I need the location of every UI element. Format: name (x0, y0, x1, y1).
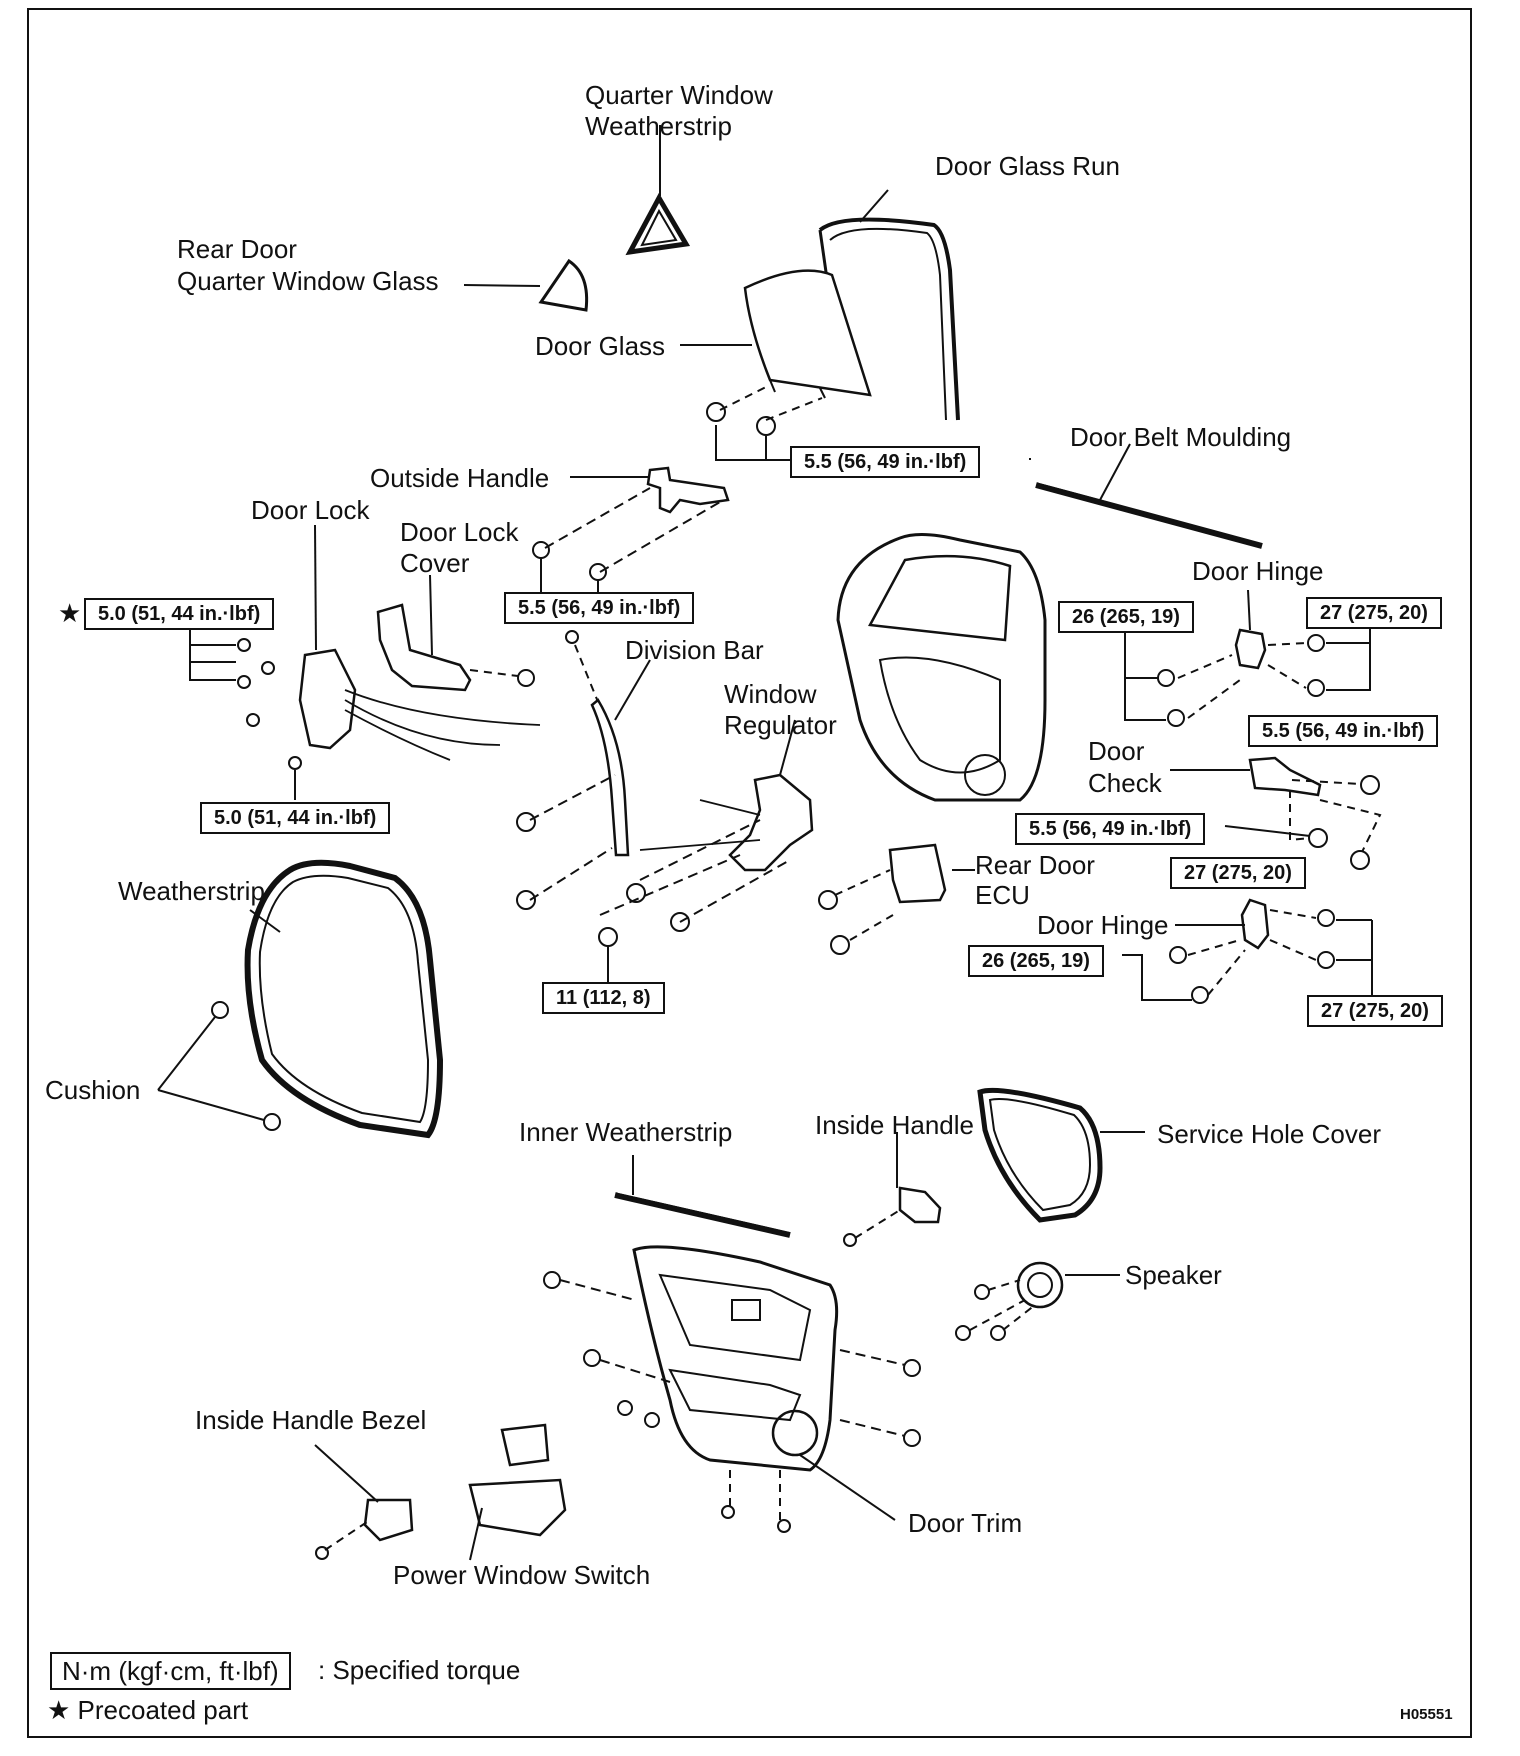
door-lock-cover-label-line1: Door Lock (400, 517, 519, 547)
inside-handle-part (843, 1132, 942, 1247)
quarter-window-weatherstrip-part (625, 125, 691, 256)
door-lock-cover-part (376, 574, 535, 692)
torque-door-lock-upper: 5.0 (51, 44 in.·lbf) (84, 598, 275, 630)
weatherstrip-part (157, 859, 444, 1139)
window-regulator-label-line2: Regulator (724, 710, 837, 740)
torque-door-check-bolt: 27 (275, 20) (1170, 857, 1306, 889)
quarter-window-weatherstrip-label-line1: Quarter Window (585, 80, 773, 110)
outside-handle-part (532, 466, 730, 595)
window-regulator-part (598, 719, 814, 985)
torque-hinge-upper-door: 27 (275, 20) (1306, 597, 1442, 629)
inside-handle-label: Inside Handle (815, 1110, 974, 1140)
door-hinge-upper-label: Door Hinge (1192, 556, 1324, 586)
torque-door-lock-lower: 5.0 (51, 44 in.·lbf) (200, 802, 391, 834)
torque-hinge-lower-body: 26 (265, 19) (968, 945, 1104, 977)
rear-door-ecu-part (818, 843, 975, 955)
door-hinge-upper-part (1124, 589, 1371, 727)
division-bar-label: Division Bar (625, 635, 764, 665)
door-lock-part (189, 524, 541, 800)
torque-hinge-lower-door: 27 (275, 20) (1307, 995, 1443, 1027)
door-belt-moulding-part (1035, 443, 1263, 549)
service-hole-cover-label: Service Hole Cover (1157, 1119, 1381, 1149)
rear-door-quarter-window-glass-label-line1: Rear Door (177, 234, 297, 264)
speaker-part (955, 1261, 1120, 1341)
door-shell-part (836, 533, 1047, 802)
torque-outside-handle: 5.5 (56, 49 in.·lbf) (504, 592, 695, 624)
door-lock-cover-label-line2: Cover (400, 548, 470, 578)
quarter-window-weatherstrip-label-line2: Weatherstrip (585, 111, 732, 141)
inner-weatherstrip-label: Inner Weatherstrip (519, 1117, 733, 1147)
door-check-part (1170, 756, 1382, 870)
rear-door-ecu-label-line2: ECU (975, 880, 1030, 910)
door-hinge-lower-part (1122, 898, 1373, 1004)
window-regulator-label-line1: Window (724, 679, 817, 709)
legend-torque-text: : Specified torque (318, 1655, 521, 1685)
torque-door-check-door: 5.5 (56, 49 in.·lbf) (1015, 813, 1206, 845)
quarter-window-glass-part (463, 258, 589, 312)
door-check-label-line1: Door (1088, 736, 1145, 766)
door-hinge-lower-label: Door Hinge (1037, 910, 1169, 940)
service-hole-cover-part (977, 1087, 1145, 1223)
torque-regulator: 11 (112, 8) (542, 982, 665, 1014)
rear-door-quarter-window-glass-label-line2: Quarter Window Glass (177, 266, 439, 296)
door-glass-run-part (818, 189, 960, 421)
inner-weatherstrip-part (614, 1155, 791, 1238)
door-trim-part (543, 1245, 921, 1533)
inside-handle-bezel-part (314, 1444, 414, 1560)
door-lock-label: Door Lock (251, 495, 370, 525)
torque-door-check-body: 5.5 (56, 49 in.·lbf) (1248, 715, 1439, 747)
legend-torque-unit-box: N·m (kgf·cm, ft·lbf) (50, 1652, 291, 1690)
division-bar-part (516, 630, 651, 910)
torque-hinge-upper-body: 26 (265, 19) (1058, 601, 1194, 633)
figure-code: H05551 (1400, 1706, 1453, 1723)
cushion-label: Cushion (45, 1075, 141, 1105)
torque-door-glass: 5.5 (56, 49 in.·lbf) (790, 446, 981, 478)
door-check-label-line2: Check (1088, 768, 1162, 798)
inside-handle-bezel-label: Inside Handle Bezel (195, 1405, 427, 1435)
outside-handle-label: Outside Handle (370, 463, 550, 493)
speaker-label: Speaker (1125, 1260, 1222, 1290)
precoated-star-icon: ★ (58, 598, 82, 628)
power-window-switch-part (468, 1423, 567, 1561)
power-window-switch-label: Power Window Switch (393, 1560, 651, 1590)
door-belt-moulding-label: Door Belt Moulding (1070, 422, 1292, 452)
weatherstrip-label: Weatherstrip (118, 876, 265, 906)
door-glass-label: Door Glass (535, 331, 666, 361)
diagram-frame (27, 8, 1472, 1738)
door-glass-run-label: Door Glass Run (935, 151, 1120, 181)
door-glass-part (680, 269, 872, 461)
rear-door-ecu-label-line1: Rear Door (975, 850, 1095, 880)
door-trim-label: Door Trim (908, 1508, 1023, 1538)
legend-precoated-text: ★ Precoated part (47, 1695, 249, 1725)
